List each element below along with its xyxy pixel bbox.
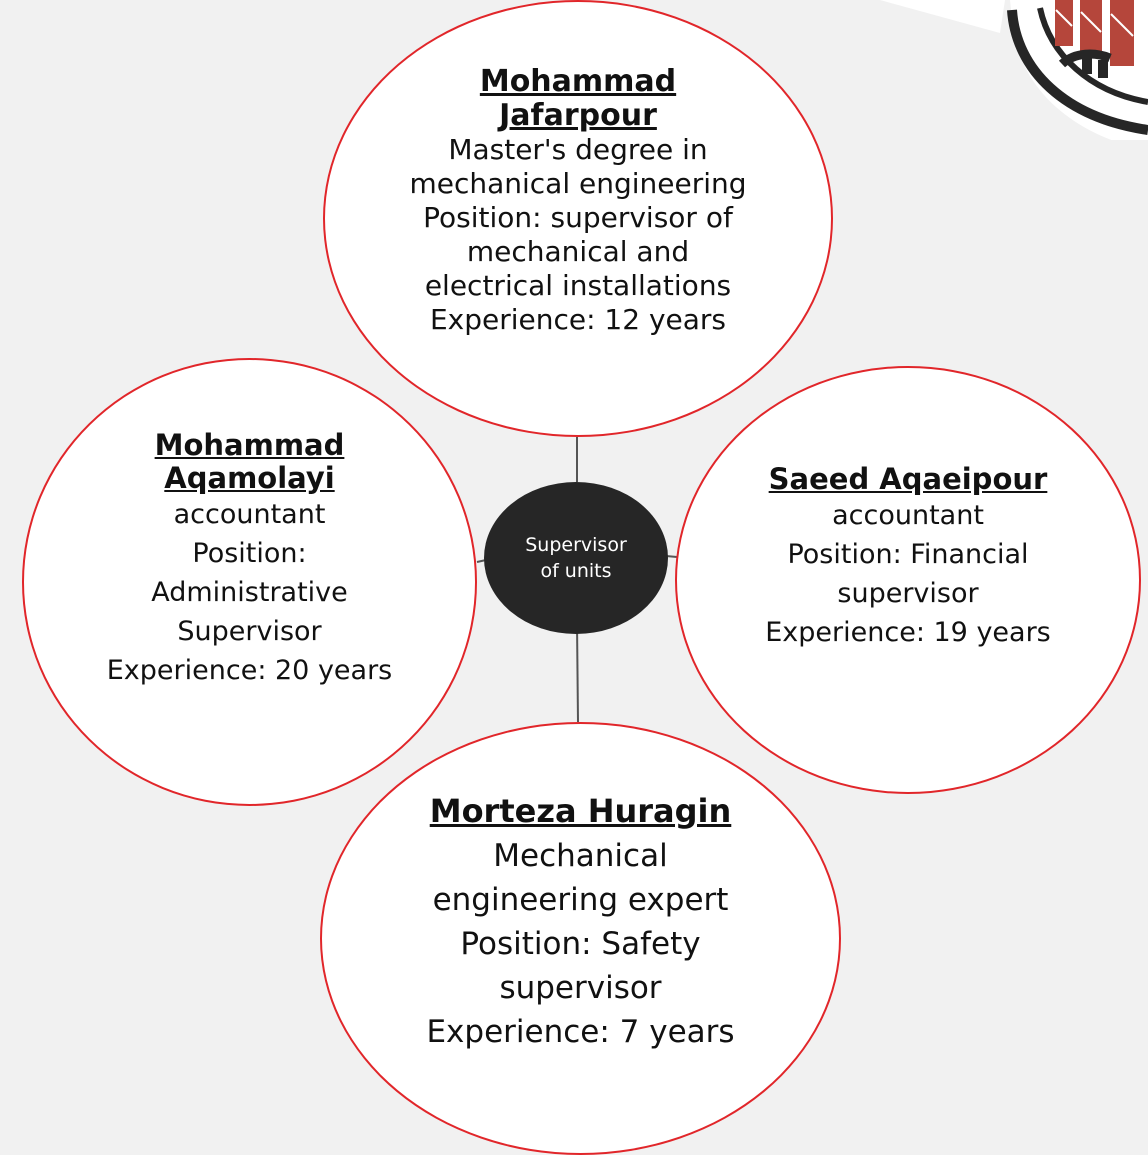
center-hub: Supervisor of units [484, 482, 668, 634]
member-detail-line: Position: Financial [787, 539, 1029, 570]
member-detail-line: accountant [832, 500, 984, 531]
member-detail-line: Experience: 12 years [429, 303, 727, 336]
member-detail-line: Supervisor [177, 616, 322, 647]
member-detail-line: Mechanical [493, 838, 668, 874]
member-detail-line: Position: supervisor of [423, 201, 733, 234]
member-circle-bottom: Morteza Huragin Mechanical engineering e… [320, 722, 841, 1155]
member-detail-line: supervisor [499, 970, 662, 1006]
member-detail-line: mechanical and [466, 235, 690, 268]
member-circle-left: Mohammad Aqamolayi accountant Position: … [22, 358, 477, 806]
member-name-line: Mohammad [479, 64, 677, 99]
member-detail-line: accountant [173, 499, 326, 530]
member-name-line: Aqamolayi [164, 461, 335, 495]
center-hub-label: of units [540, 560, 612, 582]
member-detail-line: engineering expert [432, 882, 729, 918]
center-hub-label: Supervisor [525, 534, 627, 556]
member-detail-line: Experience: 19 years [765, 617, 1051, 648]
member-name-line: Mohammad [154, 428, 345, 462]
member-circle-top: Mohammad Jafarpour Master's degree in me… [323, 0, 833, 437]
member-name-line: Jafarpour [499, 98, 657, 133]
connector-bottom [576, 622, 579, 723]
member-detail-line: electrical installations [424, 269, 732, 302]
member-detail-line: Experience: 20 years [106, 655, 393, 686]
member-detail-line: Master's degree in [448, 133, 708, 166]
member-name-bottom: Morteza Huragin [429, 792, 732, 830]
member-name-left: Mohammad Aqamolayi [155, 429, 345, 495]
member-name-top: Mohammad Jafarpour [480, 65, 676, 133]
member-detail-line: Position: [192, 538, 307, 569]
member-detail-line: supervisor [837, 578, 979, 609]
member-detail-line: Experience: 7 years [426, 1014, 735, 1050]
member-detail-line: Position: Safety [460, 926, 701, 962]
member-name-right: Saeed Aqaeipour [768, 462, 1048, 496]
member-detail-line: Administrative [151, 577, 348, 608]
member-detail-line: mechanical engineering [409, 167, 747, 200]
member-circle-right: Saeed Aqaeipour accountant Position: Fin… [675, 366, 1141, 794]
building-emblem-icon [880, 0, 1148, 140]
